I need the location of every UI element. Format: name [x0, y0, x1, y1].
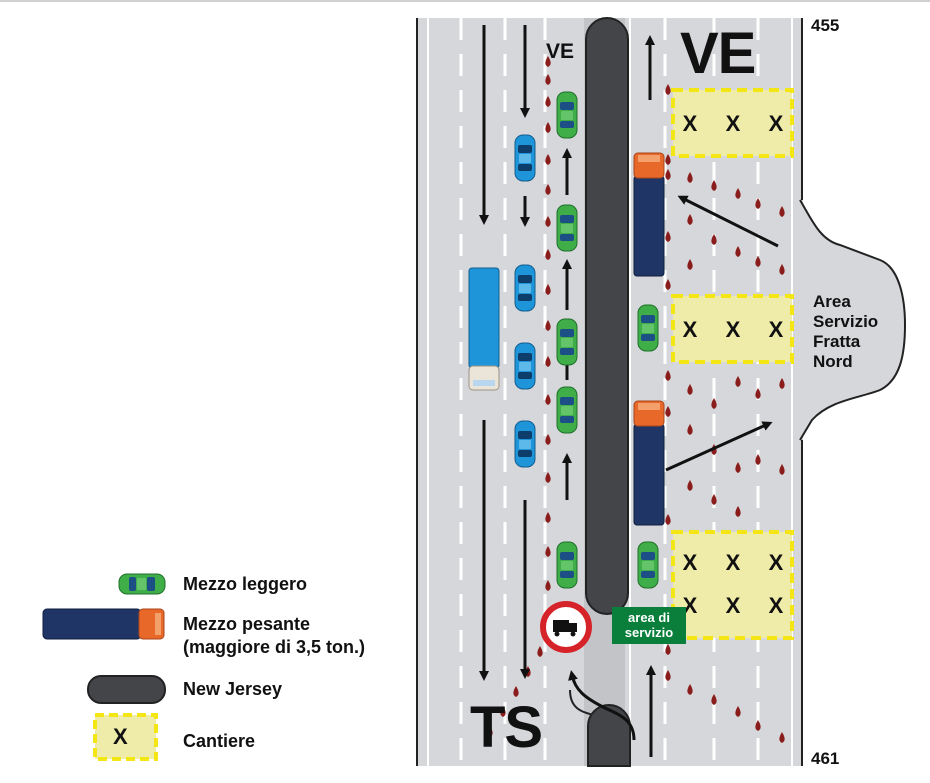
direction-label-ve-small: VE — [546, 40, 575, 63]
direction-label-ve: VE — [680, 21, 756, 86]
light-vehicle — [556, 91, 578, 139]
service-area-sign: area di servizio — [612, 607, 686, 644]
cantiere-zone-bottom — [671, 530, 794, 640]
heavy-vehicle-west — [468, 267, 500, 391]
svg-text:X: X — [683, 593, 698, 618]
service-area-label: Area Servizio Fratta Nord — [813, 292, 879, 371]
light-vehicle — [514, 420, 536, 468]
svg-text:X: X — [726, 593, 741, 618]
light-vehicle — [556, 541, 578, 589]
svg-text:X: X — [769, 111, 784, 136]
svg-text:X: X — [683, 111, 698, 136]
light-vehicle — [514, 264, 536, 312]
light-vehicle — [514, 342, 536, 390]
new-jersey-barrier — [585, 17, 629, 615]
light-vehicle — [556, 204, 578, 252]
light-vehicle — [556, 318, 578, 366]
light-vehicle — [637, 541, 659, 589]
svg-text:X: X — [726, 317, 741, 342]
svg-text:X: X — [769, 593, 784, 618]
km-marker-top: 455 — [811, 16, 840, 35]
legend-label-heavy-vehicle: Mezzo pesante (maggiore di 3,5 ton.) — [183, 614, 366, 657]
direction-label-ts: TS — [470, 695, 543, 760]
light-vehicle — [556, 386, 578, 434]
no-trucks-sign-icon — [540, 601, 592, 653]
cantiere-zones: X X X X X X X X X X X X — [671, 88, 794, 640]
legend-graphics — [42, 573, 166, 761]
svg-text:X: X — [769, 317, 784, 342]
km-marker-bottom: 461 — [811, 749, 840, 768]
svg-text:X: X — [726, 111, 741, 136]
legend-cantiere-icon — [93, 713, 158, 761]
heavy-vehicle-east-bottom — [633, 400, 665, 526]
svg-text:X: X — [683, 550, 698, 575]
light-vehicle — [637, 304, 659, 352]
svg-text:X: X — [726, 550, 741, 575]
heavy-vehicle-east-top — [633, 152, 665, 277]
legend-label-cantiere: Cantiere — [183, 731, 256, 751]
legend-new-jersey-icon — [87, 675, 166, 704]
legend-light-vehicle-icon — [118, 573, 166, 595]
legend-heavy-vehicle-icon — [42, 608, 165, 640]
cantiere-zone-top — [671, 88, 794, 158]
legend-cantiere-marker: X — [113, 724, 128, 749]
svg-text:X: X — [769, 550, 784, 575]
cantiere-zone-middle — [671, 294, 794, 364]
traffic-direction-arrows — [479, 25, 779, 757]
legend-label-new-jersey: New Jersey — [183, 679, 283, 699]
legend-label-light-vehicle: Mezzo leggero — [183, 574, 308, 594]
svg-text:X: X — [683, 317, 698, 342]
light-vehicle — [514, 134, 536, 182]
